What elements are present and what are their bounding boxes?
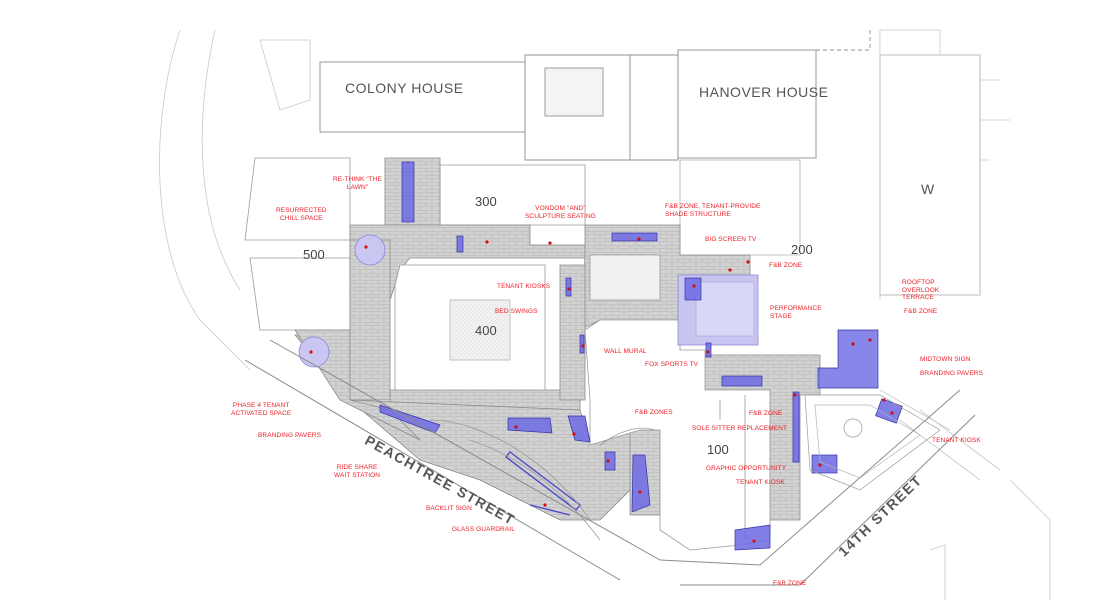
zone-200-label: 200 xyxy=(791,242,813,257)
note-rethink-lawn: RE-THINK "THE LAWN" xyxy=(333,176,383,191)
curved-walls xyxy=(429,419,656,541)
lawn-blocks xyxy=(244,157,801,331)
note-tenant-kiosk-right: TENANT KIOSK xyxy=(932,437,981,444)
note-bed-swings: BED SWINGS xyxy=(495,308,538,315)
plaza-100 xyxy=(584,319,771,551)
fourteenth-street-plaza xyxy=(804,394,941,491)
note-fb-zone-200: F&B ZONE xyxy=(769,262,803,269)
colony-house-east-wing xyxy=(629,54,679,161)
note-fb-zone-bottom: F&B ZONE xyxy=(773,580,807,587)
note-fb-zone-rooftop: F&B ZONE xyxy=(904,308,938,315)
note-chill-space: RESURRECTED CHILL SPACE xyxy=(276,207,327,222)
colony-house-footprint xyxy=(319,61,526,133)
note-midtown-sign: MIDTOWN SIGN xyxy=(920,356,971,363)
performance-stage-area xyxy=(677,274,759,346)
note-fb-zone-100: F&B ZONE xyxy=(749,410,783,417)
hanover-house-label: HANOVER HOUSE xyxy=(699,84,829,100)
note-fb-shade: F&B ZONE, TENANT-PROVIDE SHADE STRUCTURE xyxy=(665,203,761,218)
note-big-screen: BIG SCREEN TV xyxy=(705,236,757,243)
note-fox-sports: FOX SPORTS TV xyxy=(645,361,699,368)
center-link xyxy=(559,264,586,401)
note-tenant-kiosk-100: TENANT KIOSK xyxy=(736,479,785,486)
zone-400-label: 400 xyxy=(475,323,497,338)
note-graphic-opportunity: GRAPHIC OPPORTUNITY xyxy=(706,465,787,472)
zone-100-label: 100 xyxy=(707,442,729,457)
w-building-label: W xyxy=(921,181,935,197)
note-vondom-seating: VONDOM "AND" SCULPTURE SEATING xyxy=(525,205,596,220)
building-outlines xyxy=(319,30,981,296)
w-building-footprint xyxy=(879,54,981,296)
hanover-house-footprint xyxy=(677,49,817,159)
note-performance-stage: PERFORMANCE STAGE xyxy=(770,305,822,320)
note-wall-mural: WALL MURAL xyxy=(604,348,647,355)
plaza-400 xyxy=(394,254,661,391)
note-ride-share: RIDE SHARE WAIT STATION xyxy=(334,464,381,479)
note-branding-pavers-left: BRANDING PAVERS xyxy=(258,432,322,439)
note-backlit-sign: BACKLIT SIGN xyxy=(426,505,472,512)
note-rooftop-terrace: ROOFTOP OVERLOOK TERRACE xyxy=(902,279,940,301)
note-phase4: PHASE 4 TENANT ACTIVATED SPACE xyxy=(231,402,292,417)
peachtree-street-label: PEACHTREE STREET xyxy=(362,432,519,529)
note-glass-guardrail: GLASS GUARDRAIL xyxy=(452,526,515,533)
marker-dots xyxy=(309,237,894,543)
street-edges xyxy=(244,339,976,586)
note-tenant-kiosks: TENANT KIOSKS xyxy=(497,283,551,290)
colony-house-label: COLONY HOUSE xyxy=(345,80,464,96)
note-sole-sitter: SOLE SITTER REPLACEMENT xyxy=(692,425,788,432)
note-branding-pavers-right: BRANDING PAVERS xyxy=(920,370,984,377)
note-fb-zones: F&B ZONES xyxy=(635,409,673,416)
lawn-circles xyxy=(298,234,386,368)
zone-300-label: 300 xyxy=(475,194,497,209)
fourteenth-street-label: 14TH STREET xyxy=(835,471,926,560)
zone-500-label: 500 xyxy=(303,247,325,262)
